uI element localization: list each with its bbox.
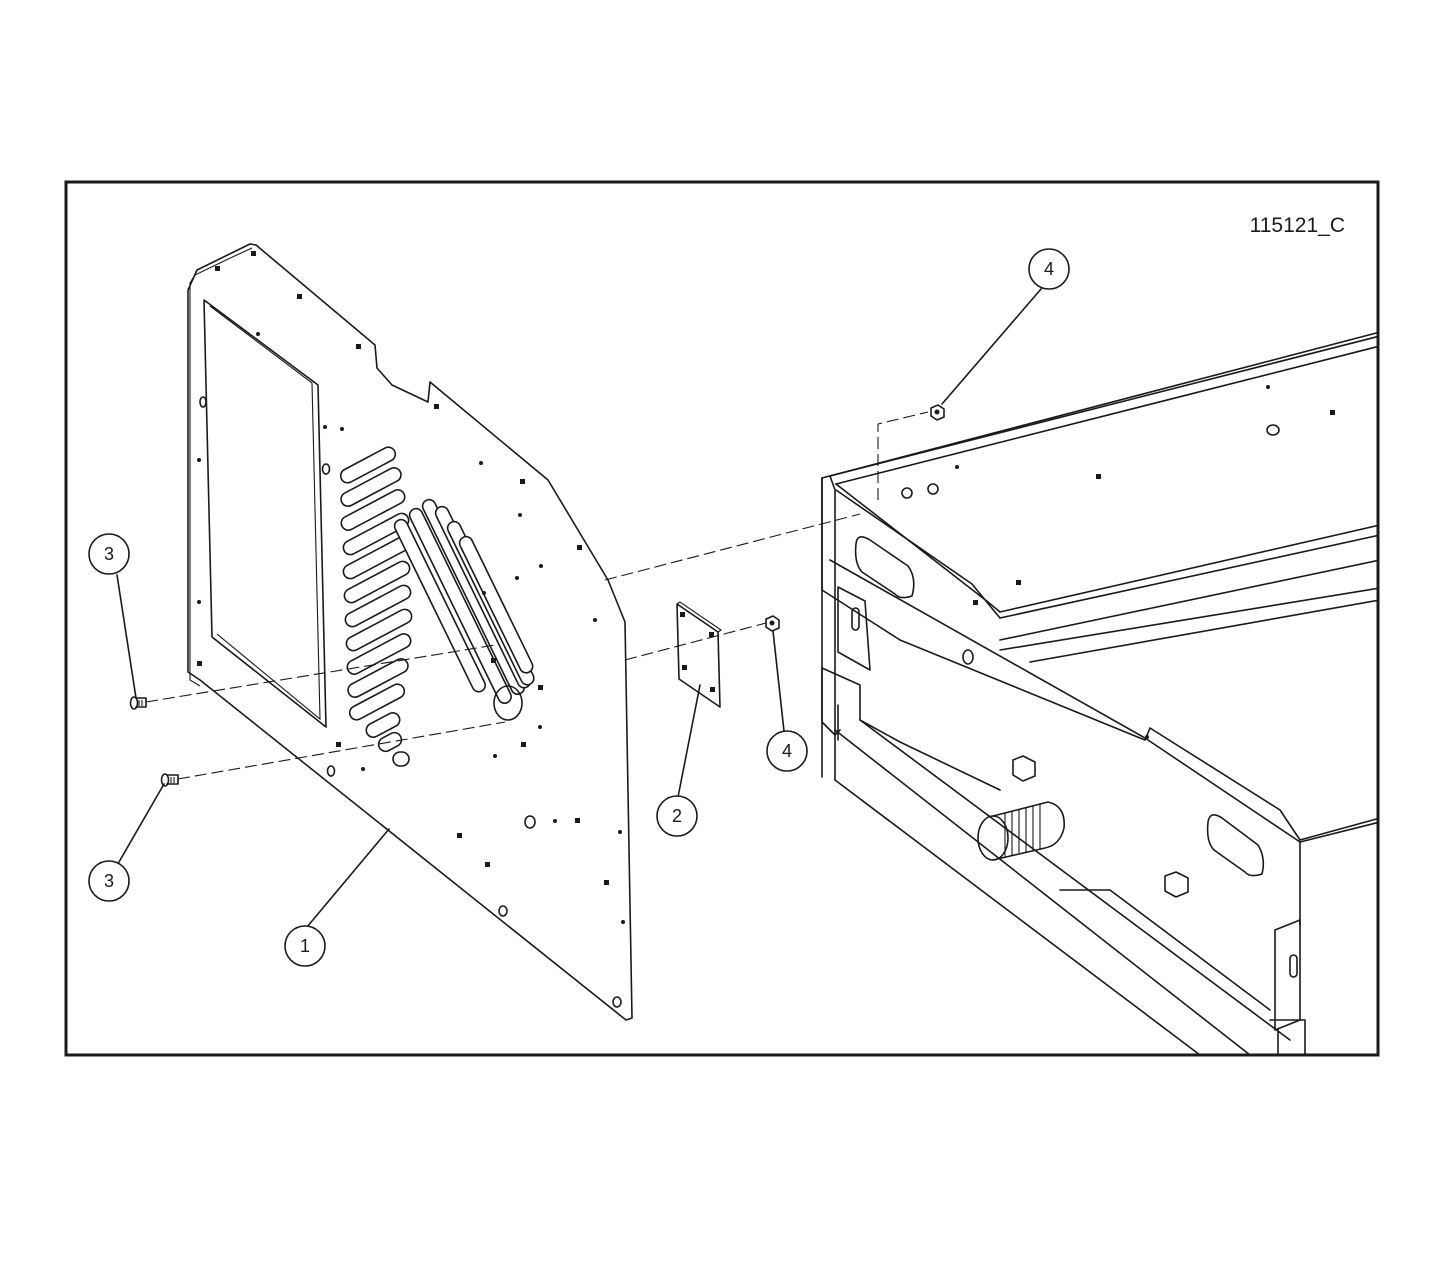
vent-slots-left <box>339 446 413 767</box>
callout-balloon-4-lower: 4 <box>766 730 808 772</box>
nut-lower-part <box>765 615 780 632</box>
assembly-lines <box>145 411 929 780</box>
vent-slots-diagonal <box>393 498 535 704</box>
callout-label-4-lower: 4 <box>782 741 792 761</box>
callout-balloon-4-upper: 4 <box>1028 248 1070 290</box>
screw-upper-part <box>129 696 147 710</box>
drawing-id-label: 115121_C <box>1250 214 1345 237</box>
screw-lower-part <box>160 773 179 787</box>
callout-label-3-lower: 3 <box>104 871 114 891</box>
drawing-border <box>64 180 1380 1057</box>
callout-label-4-upper: 4 <box>1044 259 1054 279</box>
callout-label-2: 2 <box>672 806 682 826</box>
callout-balloon-3-lower: 3 <box>88 860 130 902</box>
callout-balloon-2: 2 <box>656 795 698 837</box>
nut-upper-part <box>930 404 945 421</box>
callout-balloon-1: 1 <box>284 925 326 967</box>
chassis-frame <box>821 331 1378 1055</box>
callout-label-3-upper: 3 <box>104 544 114 564</box>
cover-plate-part <box>676 601 722 708</box>
callout-label-1: 1 <box>300 936 310 956</box>
callout-balloon-3-upper: 3 <box>88 533 130 575</box>
side-panel-part <box>187 243 633 1021</box>
leader-lines <box>116 288 1042 928</box>
panel-holes <box>197 251 625 924</box>
